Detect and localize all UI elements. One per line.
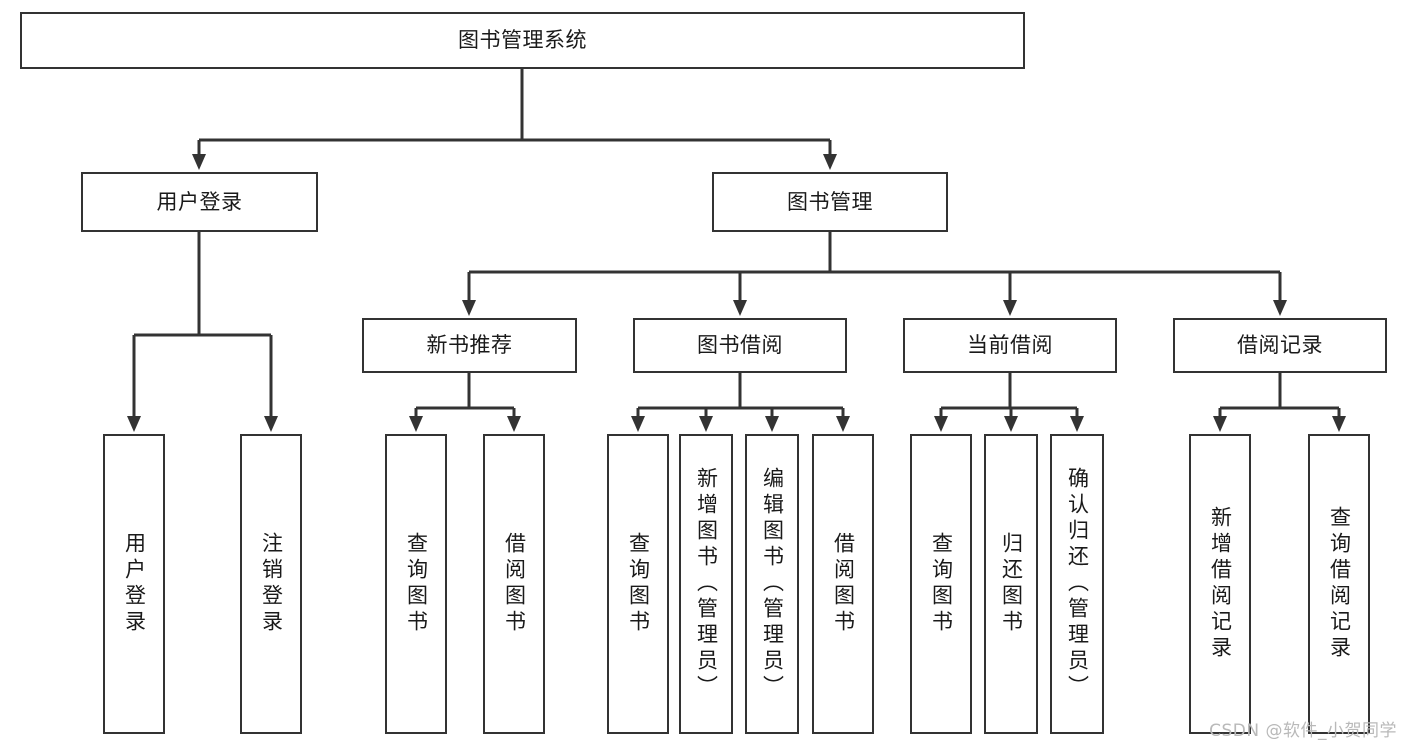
node-borrow-record: 借阅记录 xyxy=(1173,318,1387,373)
node-book-borrow: 图书借阅 xyxy=(633,318,847,373)
node-leaf-logout-login: 注销登录 xyxy=(240,434,302,734)
node-user-login: 用户登录 xyxy=(81,172,318,232)
node-leaf-borrow-book-1: 借阅图书 xyxy=(483,434,545,734)
node-label: 借阅图书 xyxy=(502,532,527,636)
node-leaf-add-record: 新增借阅记录 xyxy=(1189,434,1251,734)
node-current-borrow: 当前借阅 xyxy=(903,318,1117,373)
node-leaf-query-book-3: 查询图书 xyxy=(910,434,972,734)
node-root: 图书管理系统 xyxy=(20,12,1025,69)
node-leaf-return-book: 归还图书 xyxy=(984,434,1038,734)
node-leaf-query-record: 查询借阅记录 xyxy=(1308,434,1370,734)
watermark-text: CSDN @软件_小贺同学 xyxy=(1209,721,1397,741)
node-label: 当前借阅 xyxy=(967,333,1053,358)
node-label: 借阅图书 xyxy=(831,532,856,636)
node-label: 图书管理 xyxy=(787,189,873,214)
node-label: 确认归还（管理员） xyxy=(1065,467,1090,701)
node-label: 查询图书 xyxy=(404,532,429,636)
node-leaf-add-book: 新增图书（管理员） xyxy=(679,434,733,734)
node-label: 查询借阅记录 xyxy=(1327,506,1352,662)
node-label: 归还图书 xyxy=(999,532,1024,636)
node-label: 新增借阅记录 xyxy=(1208,506,1233,662)
node-root-label: 图书管理系统 xyxy=(458,28,587,53)
node-leaf-borrow-book-2: 借阅图书 xyxy=(812,434,874,734)
node-label: 用户登录 xyxy=(122,532,147,636)
node-leaf-edit-book: 编辑图书（管理员） xyxy=(745,434,799,734)
node-label: 用户登录 xyxy=(156,189,243,214)
node-book-manage: 图书管理 xyxy=(712,172,948,232)
node-leaf-query-book-2: 查询图书 xyxy=(607,434,669,734)
node-new-book-recommend: 新书推荐 xyxy=(362,318,577,373)
node-leaf-user-login: 用户登录 xyxy=(103,434,165,734)
node-label: 新书推荐 xyxy=(426,333,513,358)
node-label: 注销登录 xyxy=(259,532,284,636)
node-label: 查询图书 xyxy=(626,532,651,636)
node-leaf-query-book-1: 查询图书 xyxy=(385,434,447,734)
node-label: 图书借阅 xyxy=(697,333,783,358)
node-label: 借阅记录 xyxy=(1237,333,1323,358)
node-label: 新增图书（管理员） xyxy=(694,467,719,701)
node-label: 查询图书 xyxy=(929,532,954,636)
node-label: 编辑图书（管理员） xyxy=(760,467,785,701)
node-leaf-confirm-return: 确认归还（管理员） xyxy=(1050,434,1104,734)
